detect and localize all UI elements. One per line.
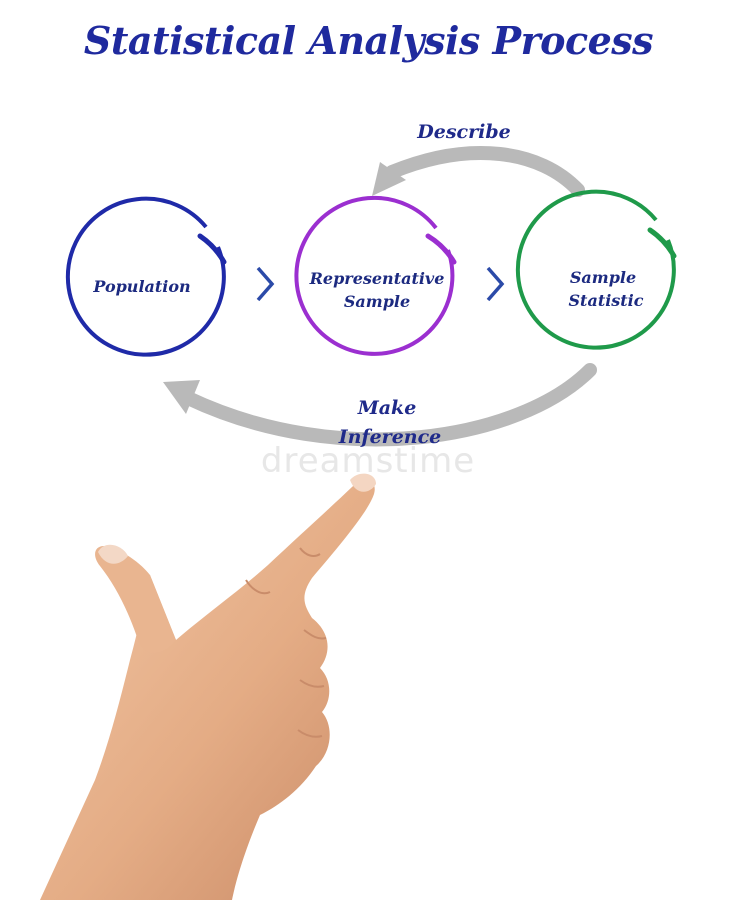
chevron-right-icon: [256, 266, 275, 302]
chevron-right-icon: [486, 266, 505, 302]
arrowhead-icon: [163, 380, 200, 414]
make-inference-label-line2: Inference: [338, 426, 442, 448]
describe-arrow: [372, 145, 585, 197]
node-label-representative-sample-line1: Representative: [309, 269, 445, 288]
node-label-sample-statistic-line2: Statistic: [569, 291, 644, 310]
arrowhead-icon: [372, 162, 406, 196]
node-population: Population: [65, 196, 227, 357]
make-inference-label-line1: Make: [357, 397, 417, 419]
node-label-representative-sample-line2: Sample: [344, 292, 410, 311]
node-label-population: Population: [92, 277, 190, 296]
node-label-sample-statistic-line1: Sample: [570, 268, 636, 287]
node-sample-statistic: Sample Statistic: [515, 189, 677, 350]
page-title: Statistical Analysis Process: [83, 18, 654, 63]
make-inference-arrow: [163, 363, 597, 447]
pointing-hand-image: [40, 473, 376, 900]
node-representative-sample: Representative Sample: [294, 195, 457, 356]
describe-label: Describe: [416, 121, 510, 143]
